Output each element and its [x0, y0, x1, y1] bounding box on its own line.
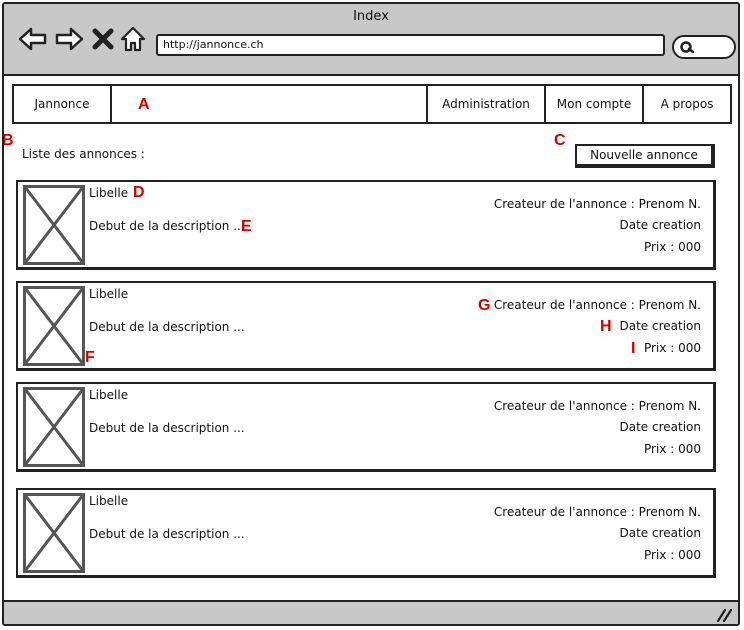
home-icon[interactable] — [120, 26, 146, 52]
annotation-h: H — [600, 318, 612, 335]
listing-date: Date creation — [619, 420, 702, 434]
annotation-f: F — [85, 349, 95, 366]
title-bar: Index http://jannonce.ch — [4, 4, 738, 76]
listing-card[interactable]: Libelle Debut de la description ... Crea… — [16, 180, 716, 270]
listing-date: Date creation — [619, 218, 702, 232]
status-bar — [4, 600, 738, 624]
url-bar[interactable]: http://jannonce.ch — [156, 34, 665, 56]
listing-title: Libelle — [89, 287, 129, 301]
listing-description: Debut de la description ... — [89, 527, 245, 541]
listing-description: Debut de la description ... — [89, 421, 245, 435]
listing-creator: Createur de l'annonce : Prenom N. — [493, 197, 701, 211]
listing-price: Prix : 000 — [644, 341, 701, 355]
search-field[interactable] — [672, 35, 736, 59]
resize-grip-icon[interactable] — [716, 608, 732, 622]
listing-date: Date creation — [619, 319, 702, 333]
back-arrow-icon[interactable] — [18, 26, 48, 52]
listing-description: Debut de la description ... — [89, 320, 245, 334]
listing-creator: Createur de l'annonce : Prenom N. — [493, 399, 701, 413]
close-icon[interactable] — [92, 28, 114, 50]
image-placeholder-icon — [23, 185, 85, 265]
listing-creator: Createur de l'annonce : Prenom N. — [493, 298, 701, 312]
new-listing-button[interactable]: Nouvelle annonce — [575, 144, 715, 168]
annotation-g: G — [478, 297, 491, 314]
listing-date: Date creation — [619, 526, 702, 540]
annotation-b: B — [2, 132, 14, 149]
annotation-e: E — [241, 218, 252, 235]
image-placeholder-icon — [23, 493, 85, 573]
annotation-d: D — [133, 184, 145, 201]
listing-title: Libelle — [89, 186, 129, 200]
image-placeholder-icon — [23, 286, 85, 366]
menu-item-mon-compte[interactable]: Mon compte — [544, 86, 644, 122]
search-icon — [680, 41, 695, 54]
listing-title: Libelle — [89, 494, 129, 508]
annotation-a: A — [138, 96, 150, 113]
image-placeholder-icon — [23, 387, 85, 467]
listing-heading: Liste des annonces : — [22, 147, 145, 161]
annotation-c: C — [554, 132, 566, 149]
main-menu: Jannonce Administration Mon compte A pro… — [12, 84, 732, 124]
listing-card[interactable]: Libelle Debut de la description ... Crea… — [16, 488, 716, 578]
menu-item-jannonce[interactable]: Jannonce — [14, 86, 112, 122]
listing-price: Prix : 000 — [644, 548, 701, 562]
listing-description: Debut de la description ... — [89, 219, 245, 233]
menu-item-a-propos[interactable]: A propos — [642, 86, 730, 122]
listing-card[interactable]: Libelle Debut de la description ... Crea… — [16, 281, 716, 371]
annotation-i: I — [631, 340, 636, 357]
window-title: Index — [353, 9, 389, 24]
menu-item-administration[interactable]: Administration — [426, 86, 546, 122]
listing-title: Libelle — [89, 388, 129, 402]
listing-creator: Createur de l'annonce : Prenom N. — [493, 505, 701, 519]
forward-arrow-icon[interactable] — [54, 26, 84, 52]
listing-price: Prix : 000 — [644, 240, 701, 254]
listing-card[interactable]: Libelle Debut de la description ... Crea… — [16, 382, 716, 472]
listing-price: Prix : 000 — [644, 442, 701, 456]
